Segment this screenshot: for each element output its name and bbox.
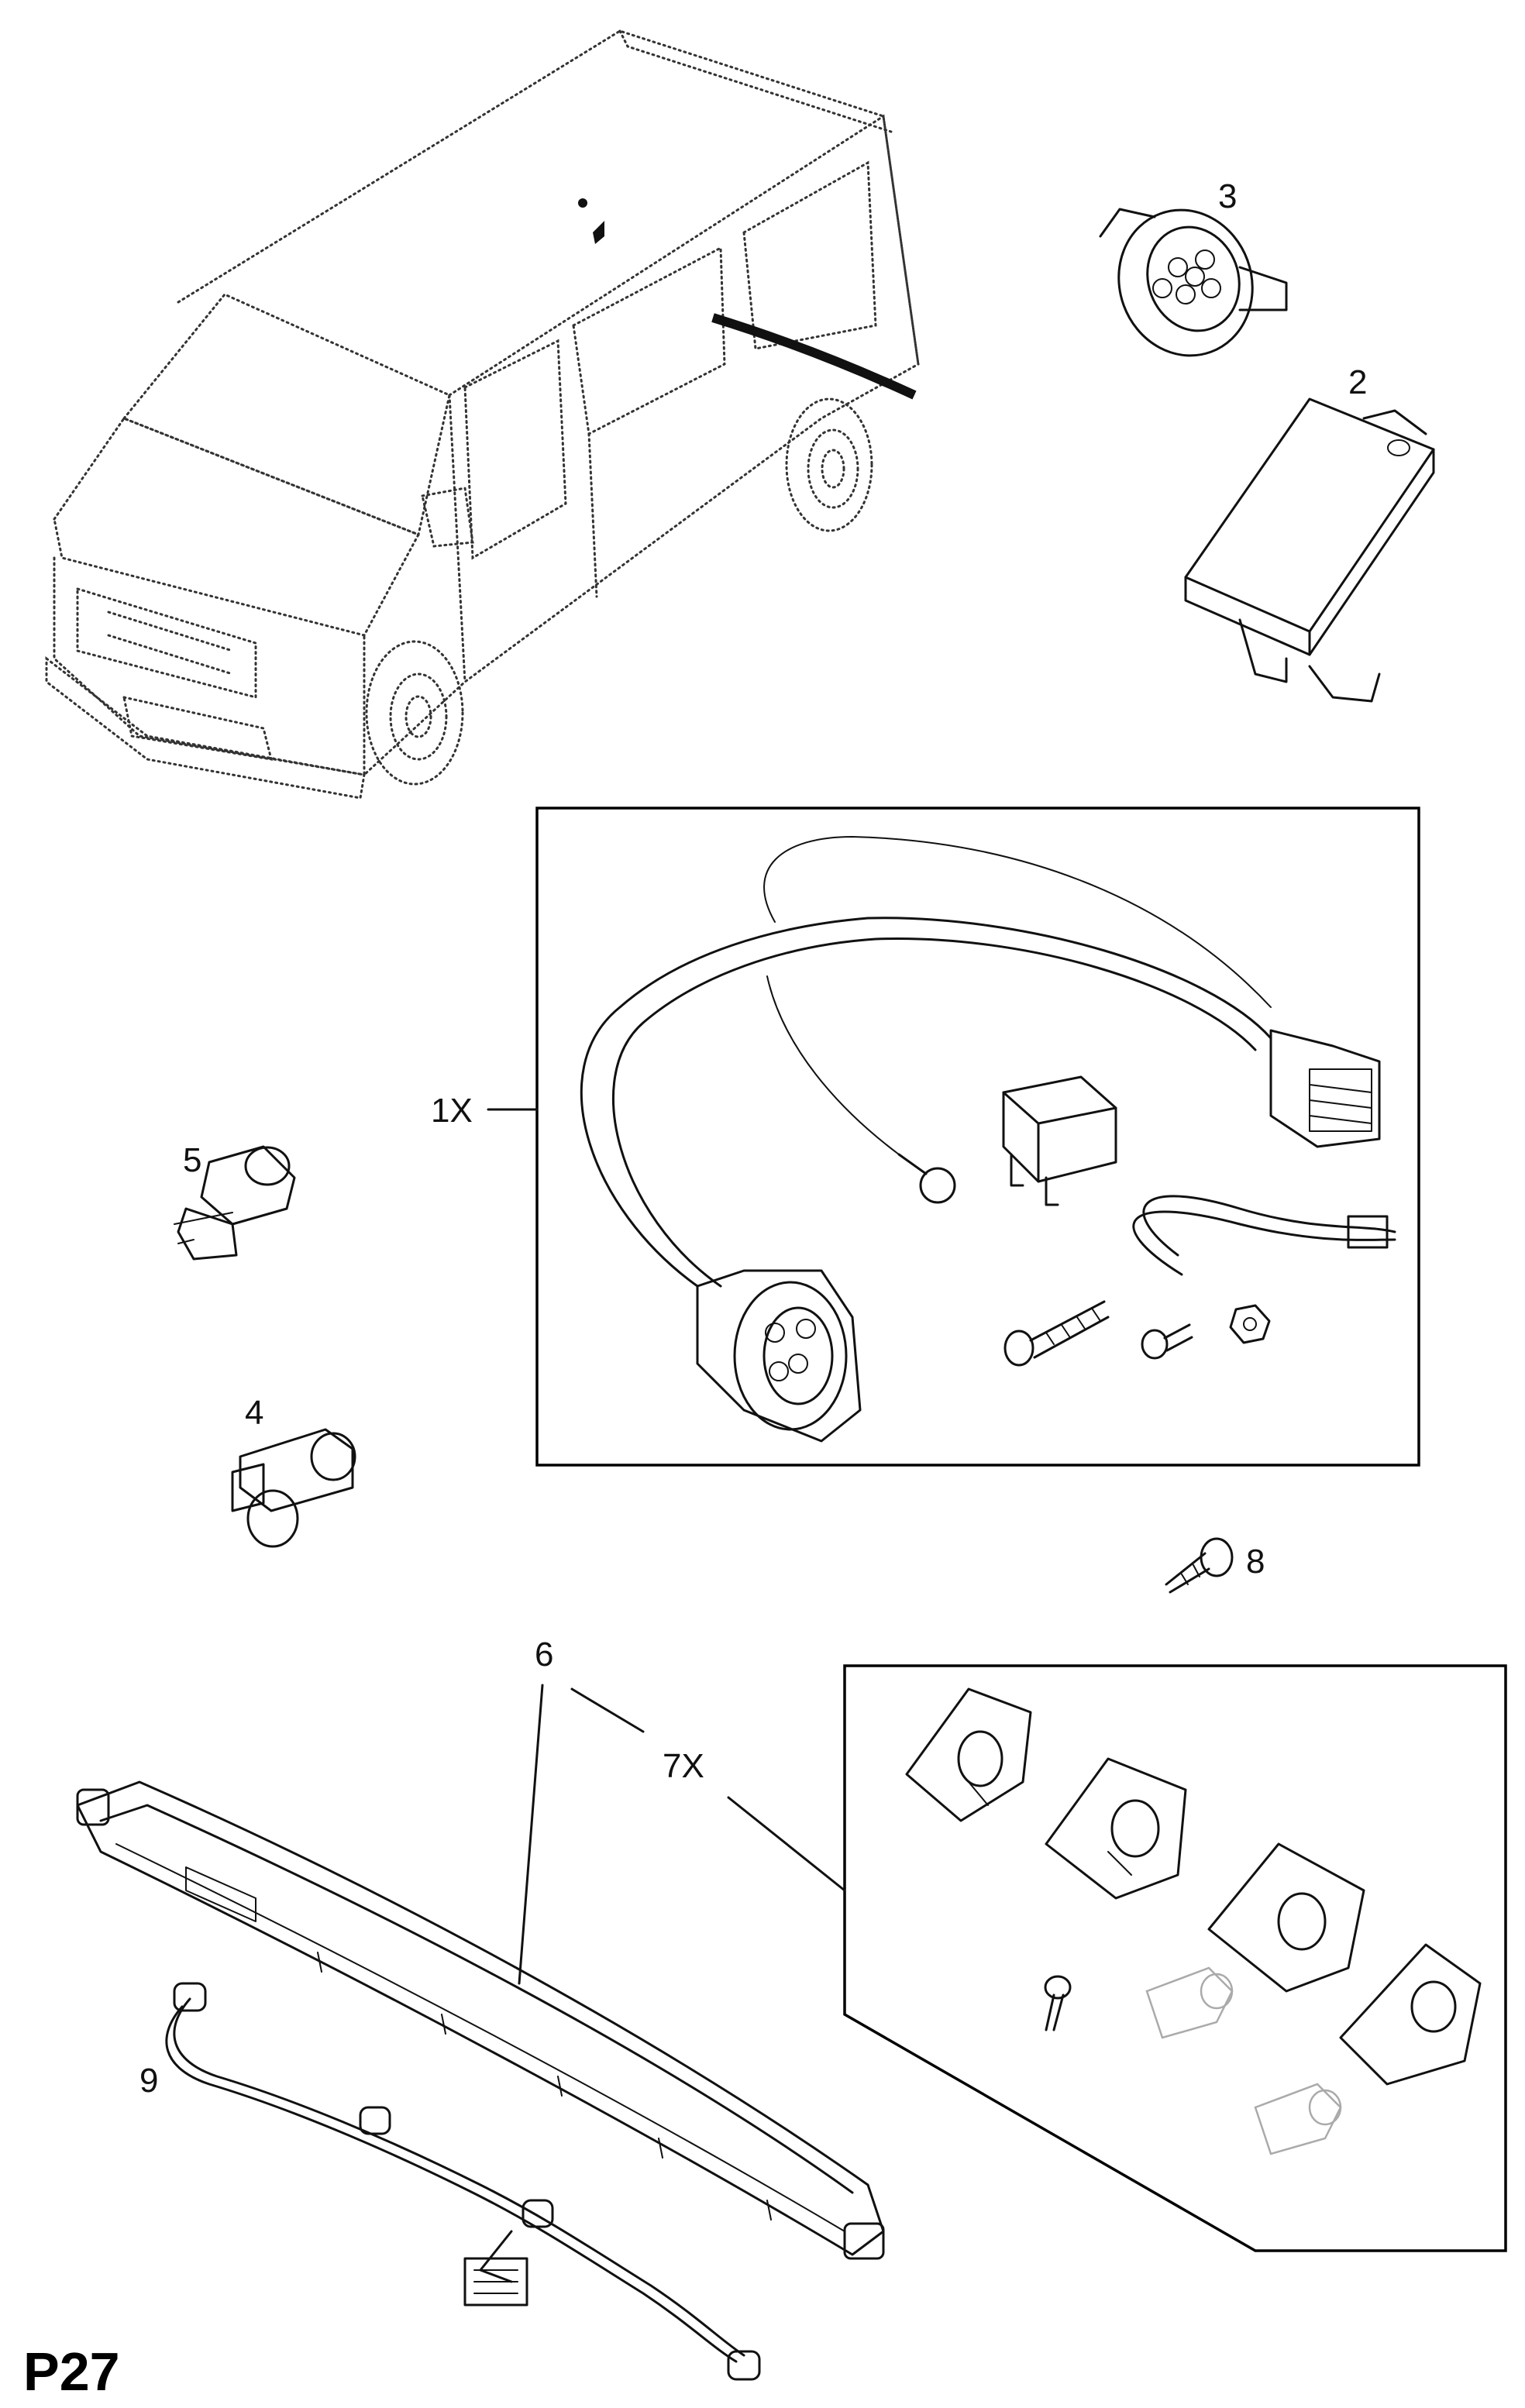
callout-8: 8: [1246, 1543, 1265, 1581]
callout-1x: 1X: [431, 1092, 473, 1130]
lamp-holder-part-5: [174, 1145, 296, 1261]
leader-lines: [518, 1684, 846, 1985]
lamp-holder-kit-box: [843, 1664, 1507, 2252]
trailer-socket-part: [1099, 208, 1288, 357]
van-illustration: [45, 29, 920, 800]
wiring-harness-part: [165, 1982, 761, 2381]
wiring-kit-box: [535, 807, 1420, 1467]
callout-4: 4: [245, 1394, 263, 1432]
callout-3: 3: [1218, 177, 1237, 215]
control-module-part: [1184, 397, 1435, 703]
callout-7x: 7X: [663, 1747, 704, 1785]
callout-2: 2: [1348, 363, 1367, 401]
callout-9: 9: [139, 2062, 158, 2100]
callout-6: 6: [535, 1636, 553, 1674]
wiring-kit-contents: [580, 836, 1396, 1443]
screw-part-8: [1165, 1537, 1234, 1594]
callout-5: 5: [183, 1141, 201, 1179]
lamp-holder-kit-contents: [905, 1687, 1482, 2155]
lamp-holder-part-4: [231, 1428, 356, 1548]
third-brake-light-part: [76, 1780, 885, 2260]
page-code: P27: [23, 2341, 120, 2402]
